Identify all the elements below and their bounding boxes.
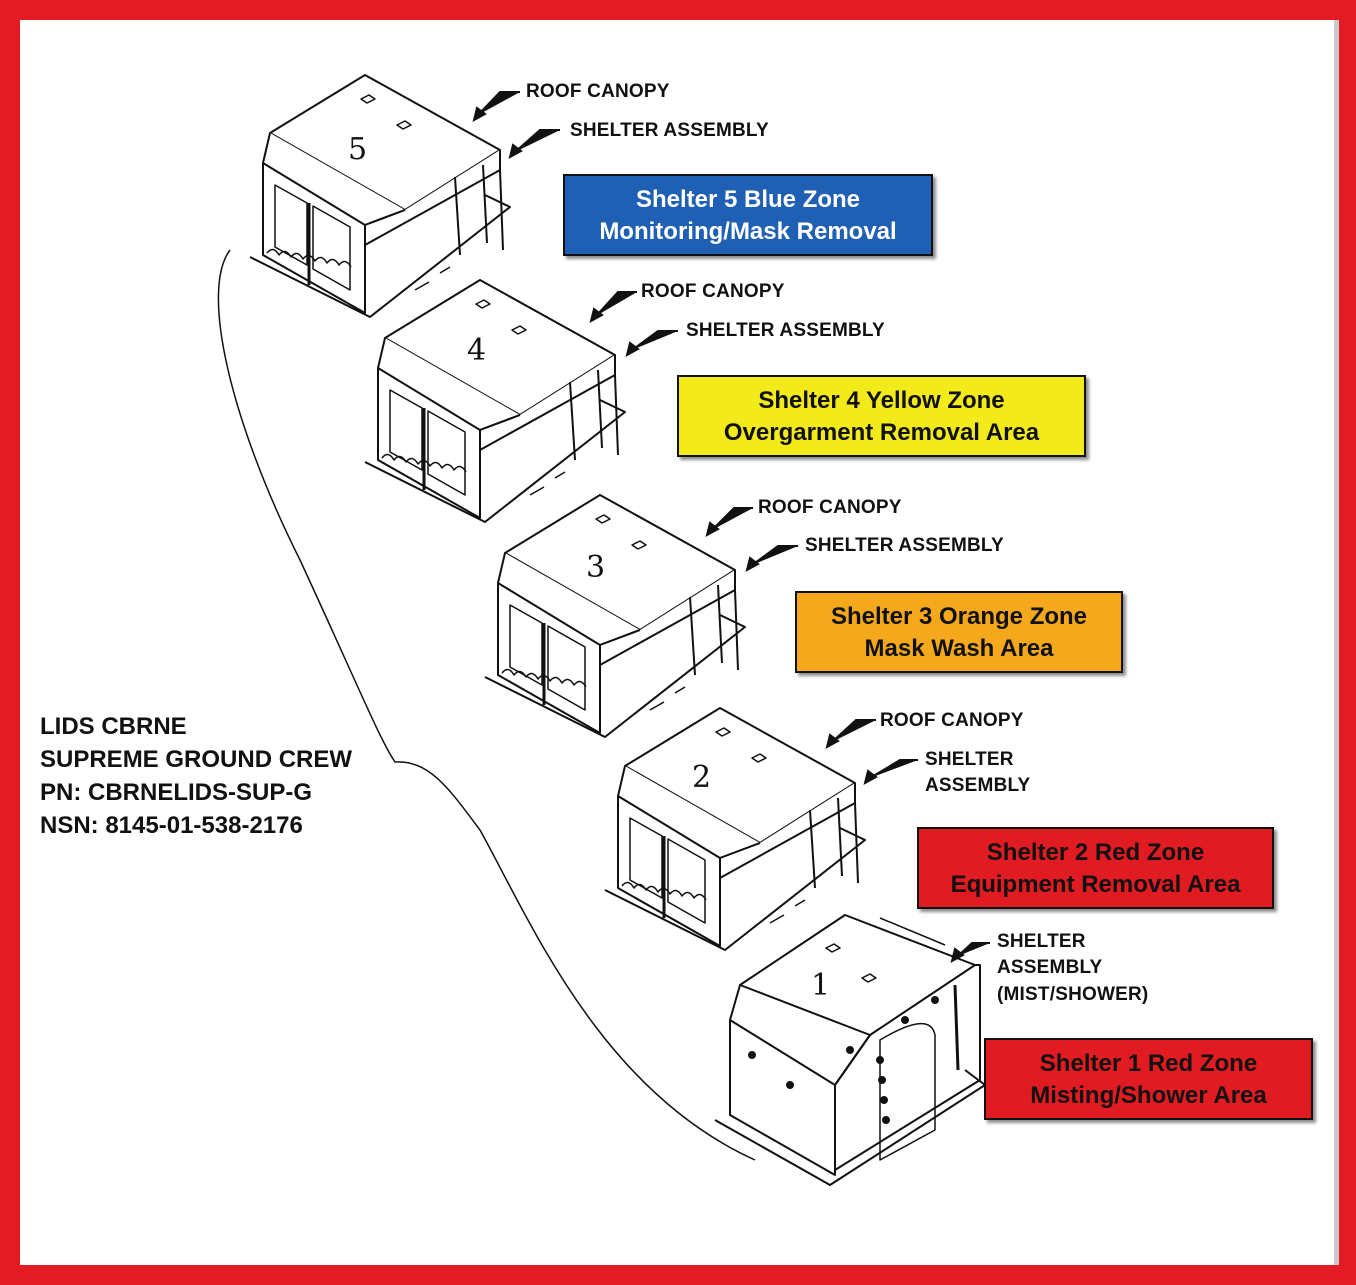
grouping-brace — [217, 249, 756, 1161]
shelter-assembly-label-3: SHELTER ASSEMBLY — [805, 535, 1004, 556]
roof-canopy-label-2: ROOF CANOPY — [880, 710, 1024, 731]
assembly-label-2: ASSEMBLY — [925, 775, 1031, 796]
shelter-assembly-label-4: SHELTER ASSEMBLY — [686, 320, 885, 341]
roof-canopy-label-5: ROOF CANOPY — [526, 81, 670, 102]
zone-box-shelter-5: Shelter 5 Blue Zone Monitoring/Mask Remo… — [563, 174, 933, 256]
kit-name: LIDS CBRNE — [40, 713, 187, 740]
assembly-label-1: ASSEMBLY — [997, 957, 1103, 978]
shelter-4-drawing — [363, 278, 627, 524]
kit-nsn: NSN: 8145-01-538-2176 — [40, 812, 303, 839]
frame-shadow — [1334, 20, 1339, 1265]
shelter-5-drawing — [248, 73, 512, 319]
zone-title: Shelter 1 Red Zone — [1039, 1050, 1258, 1077]
shelter-2-drawing — [603, 706, 867, 952]
shelter-number-5: 5 — [348, 132, 368, 167]
zone-description: Mask Wash Area — [864, 635, 1054, 662]
kit-part-number: PN: CBRNELIDS-SUP-G — [40, 779, 313, 806]
kit-variant: SUPREME GROUND CREW — [40, 746, 353, 773]
zone-title: Shelter 4 Yellow Zone — [758, 387, 1005, 414]
kit-info: LIDS CBRNE SUPREME GROUND CREW PN: CBRNE… — [40, 710, 352, 842]
shelter-label-2: SHELTER — [925, 749, 1014, 770]
zone-box-shelter-2: Shelter 2 Red Zone Equipment Removal Are… — [917, 827, 1274, 909]
shelter-1-drawing — [714, 914, 986, 1186]
zone-description: Monitoring/Mask Removal — [599, 218, 897, 245]
shelter-number-3: 3 — [586, 550, 606, 585]
zone-description: Misting/Shower Area — [1030, 1082, 1267, 1109]
shelter-number-4: 4 — [467, 333, 487, 368]
callout-leaders — [472, 91, 990, 963]
shelter-assembly-label-5: SHELTER ASSEMBLY — [570, 120, 769, 141]
zone-title: Shelter 5 Blue Zone — [635, 186, 861, 213]
zone-description: Overgarment Removal Area — [723, 419, 1040, 446]
roof-canopy-label-3: ROOF CANOPY — [758, 497, 902, 518]
roof-canopy-label-4: ROOF CANOPY — [641, 281, 785, 302]
mist-shower-label: (MIST/SHOWER) — [997, 984, 1149, 1005]
zone-box-shelter-4: Shelter 4 Yellow Zone Overgarment Remova… — [677, 375, 1086, 457]
shelter-number-2: 2 — [692, 760, 712, 795]
shelter-number-1: 1 — [811, 968, 831, 1003]
zone-title: Shelter 2 Red Zone — [986, 839, 1205, 866]
zone-title: Shelter 3 Orange Zone — [830, 603, 1088, 630]
shelter-label-1: SHELTER — [997, 931, 1086, 952]
zone-box-shelter-3: Shelter 3 Orange Zone Mask Wash Area — [795, 591, 1123, 673]
shelter-3-drawing — [483, 493, 747, 739]
zone-box-shelter-1: Shelter 1 Red Zone Misting/Shower Area — [984, 1038, 1313, 1120]
zone-description: Equipment Removal Area — [950, 871, 1241, 898]
